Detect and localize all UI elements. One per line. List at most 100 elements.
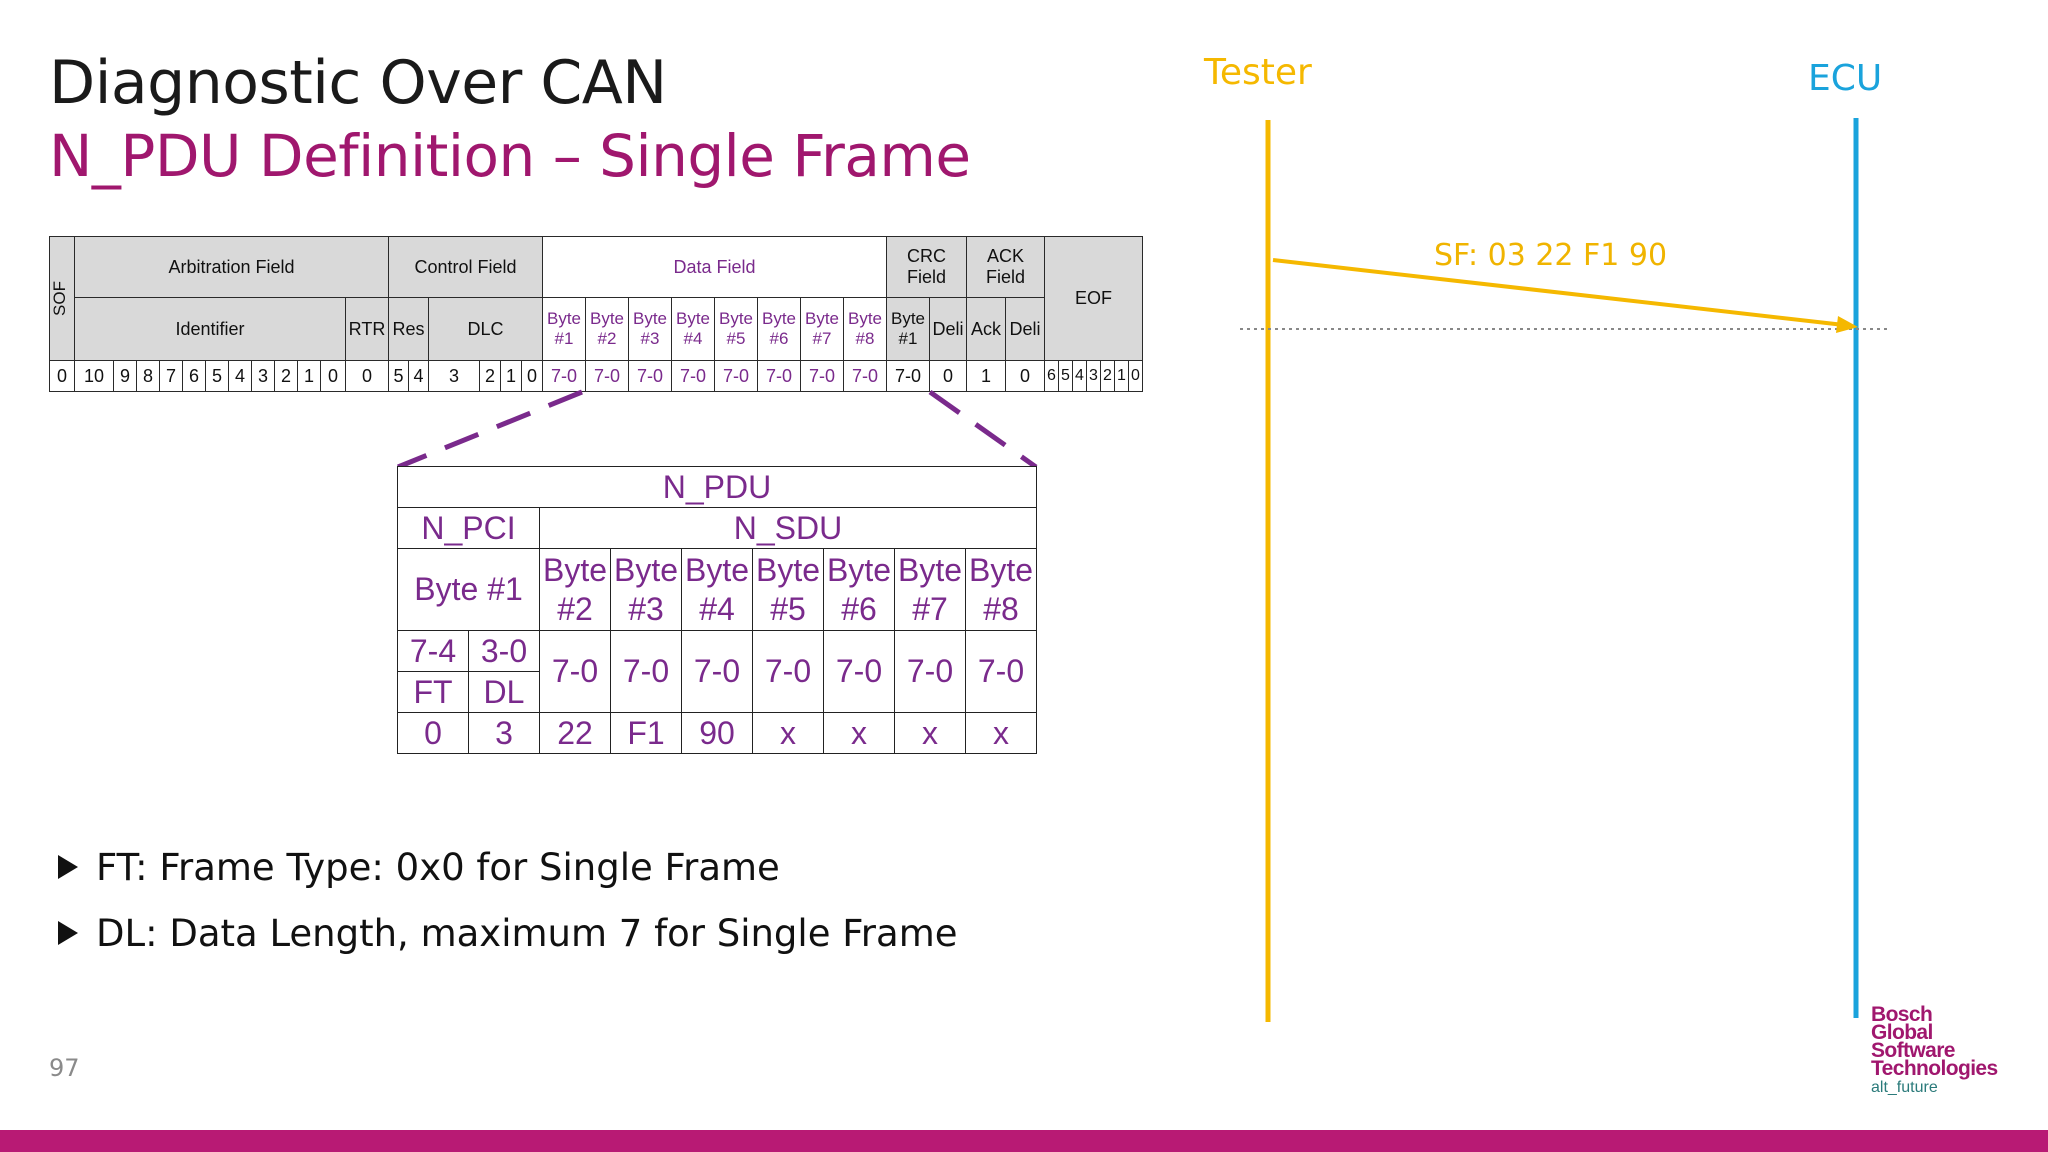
nsdu-bits: 7-0 xyxy=(752,630,824,713)
nsdu-value: x xyxy=(752,712,824,754)
nsdu-bits: 7-0 xyxy=(894,630,966,713)
page-number: 97 xyxy=(49,1054,80,1082)
bullet-list: FT: Frame Type: 0x0 for Single Frame DL:… xyxy=(58,834,958,966)
data-bits: 7-0 xyxy=(714,360,758,392)
slide-subtitle: N_PDU Definition – Single Frame xyxy=(49,122,971,190)
dl-bits: 3-0 xyxy=(468,630,540,672)
logo-tagline: alt_future xyxy=(1871,1079,1938,1096)
logo-line: Global xyxy=(1871,1021,1933,1044)
data-byte-header: Byte #6 xyxy=(757,297,801,361)
dlc-header: DLC xyxy=(428,297,543,361)
nsdu-bits: 7-0 xyxy=(681,630,753,713)
bullet-triangle-icon xyxy=(58,855,78,879)
nsdu-value: x xyxy=(894,712,966,754)
zoom-line-right xyxy=(928,389,1038,470)
ack-deli-bit: 0 xyxy=(1005,360,1045,392)
logo-line: Bosch xyxy=(1871,1003,1933,1026)
nsdu-bits: 7-0 xyxy=(823,630,895,713)
nsdu-header: N_SDU xyxy=(539,507,1037,549)
identifier-bit: 4 xyxy=(228,360,252,392)
bottom-bar xyxy=(0,1130,2048,1152)
nsdu-value: x xyxy=(823,712,895,754)
data-byte-header: Byte #1 xyxy=(542,297,586,361)
zoom-line-left xyxy=(397,389,583,470)
npdu-table: N_PDU N_PCI N_SDU Byte #1 Byte #2 Byte #… xyxy=(397,466,1037,754)
nsdu-byte-label: Byte #8 xyxy=(965,548,1037,631)
data-bits: 7-0 xyxy=(757,360,801,392)
npci-byte1: Byte #1 xyxy=(397,548,540,631)
nsdu-value: 22 xyxy=(539,712,611,754)
data-bits: 7-0 xyxy=(628,360,672,392)
eof-bit: 0 xyxy=(1128,360,1143,392)
bullet-item: FT: Frame Type: 0x0 for Single Frame xyxy=(58,834,958,900)
identifier-bit: 5 xyxy=(205,360,229,392)
identifier-bit: 9 xyxy=(113,360,137,392)
identifier-bit: 10 xyxy=(74,360,114,392)
crc-deli-header: Deli xyxy=(929,297,967,361)
nsdu-byte-label: Byte #5 xyxy=(752,548,824,631)
arbitration-field-header: Arbitration Field xyxy=(74,236,389,298)
data-bits: 7-0 xyxy=(585,360,629,392)
nsdu-byte-label: Byte #7 xyxy=(894,548,966,631)
data-bits: 7-0 xyxy=(800,360,844,392)
bosch-logo: Bosch Global Software Technologies alt_f… xyxy=(1871,1003,1998,1098)
dlc-bit: 0 xyxy=(521,360,543,392)
crc-field-header: CRC Field xyxy=(886,236,967,298)
dl-value: 3 xyxy=(468,712,540,754)
data-bits: 7-0 xyxy=(843,360,887,392)
identifier-bit: 8 xyxy=(136,360,160,392)
eof-bit: 4 xyxy=(1072,360,1087,392)
ft-value: 0 xyxy=(397,712,469,754)
can-frame-table: SOF Arbitration Field Control Field Data… xyxy=(49,236,1143,392)
sf-message-label: SF: 03 22 F1 90 xyxy=(1434,238,1668,273)
res-bit: 5 xyxy=(388,360,409,392)
bullet-triangle-icon xyxy=(58,921,78,945)
nsdu-byte-label: Byte #4 xyxy=(681,548,753,631)
ecu-label: ECU xyxy=(1808,58,1883,99)
eof-bit: 1 xyxy=(1114,360,1129,392)
sf-message-arrow xyxy=(1272,258,1845,327)
bullet-text: DL: Data Length, maximum 7 for Single Fr… xyxy=(96,911,958,955)
dl-label: DL xyxy=(468,671,540,713)
dlc-bit: 3 xyxy=(428,360,480,392)
logo-line: Technologies xyxy=(1871,1057,1998,1080)
ack-bit: 1 xyxy=(966,360,1006,392)
nsdu-value: x xyxy=(965,712,1037,754)
crc-deli-bit: 0 xyxy=(929,360,967,392)
npdu-header: N_PDU xyxy=(397,466,1037,508)
data-byte-header: Byte #8 xyxy=(843,297,887,361)
nsdu-value: F1 xyxy=(610,712,682,754)
sof-bit: 0 xyxy=(49,360,75,392)
ack-field-header: ACK Field xyxy=(966,236,1045,298)
nsdu-bits: 7-0 xyxy=(539,630,611,713)
identifier-bit: 3 xyxy=(251,360,275,392)
eof-bit: 3 xyxy=(1086,360,1101,392)
eof-header: EOF xyxy=(1044,236,1143,361)
ack-header: Ack xyxy=(966,297,1006,361)
data-byte-header: Byte #2 xyxy=(585,297,629,361)
sof-header: SOF xyxy=(49,236,75,361)
nsdu-value: 90 xyxy=(681,712,753,754)
nsdu-byte-label: Byte #2 xyxy=(539,548,611,631)
identifier-bit: 2 xyxy=(274,360,298,392)
identifier-bit: 0 xyxy=(320,360,346,392)
control-field-header: Control Field xyxy=(388,236,543,298)
eof-bit: 6 xyxy=(1044,360,1059,392)
nsdu-byte-label: Byte #3 xyxy=(610,548,682,631)
identifier-bit: 6 xyxy=(182,360,206,392)
tester-label: Tester xyxy=(1204,52,1312,93)
data-byte-header: Byte #7 xyxy=(800,297,844,361)
logo-line: Software xyxy=(1871,1039,1955,1062)
rtr-bit: 0 xyxy=(345,360,389,392)
ft-label: FT xyxy=(397,671,469,713)
arrowhead-icon xyxy=(1836,316,1858,333)
identifier-bit: 7 xyxy=(159,360,183,392)
crc-bits: 7-0 xyxy=(886,360,930,392)
res-header: Res xyxy=(388,297,429,361)
identifier-bit: 1 xyxy=(297,360,321,392)
dlc-bit: 2 xyxy=(479,360,501,392)
nsdu-bits: 7-0 xyxy=(965,630,1037,713)
npci-header: N_PCI xyxy=(397,507,540,549)
